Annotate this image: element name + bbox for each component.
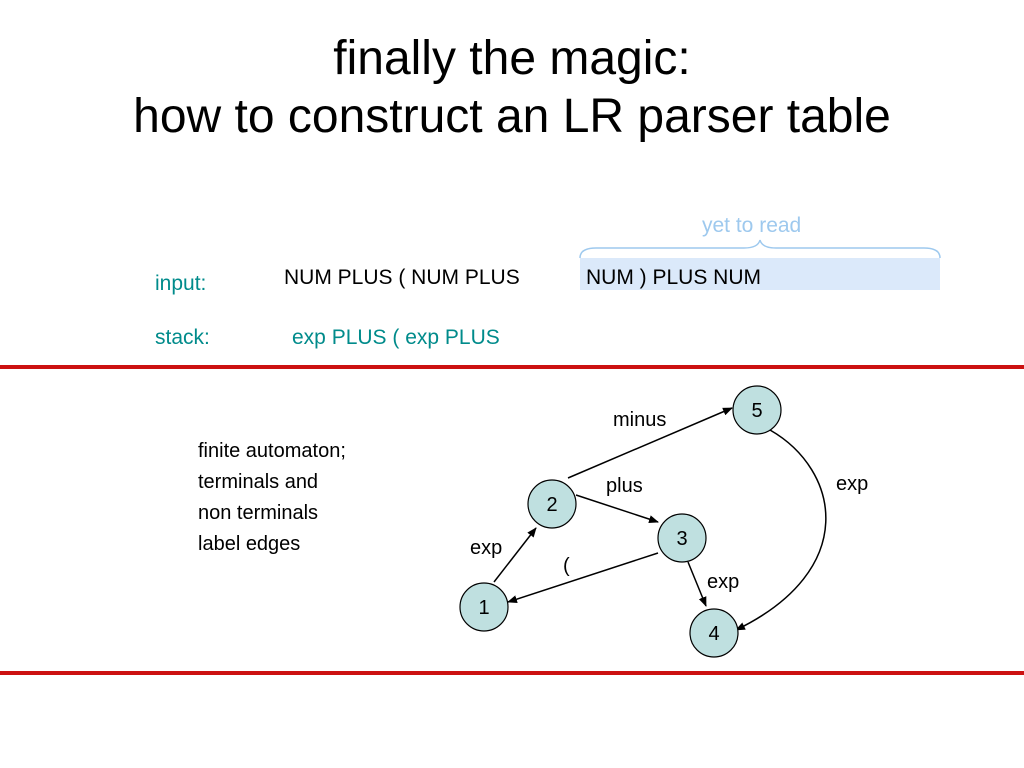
state-node-1: 1 [459,582,509,632]
bottom-divider [0,671,1024,675]
note-line-2: terminals and [198,471,319,493]
state-label-3: 3 [676,528,687,550]
unread-highlight [580,258,940,290]
input-read-tokens: NUM PLUS ( NUM PLUS [284,266,520,289]
state-node-2: 2 [527,479,577,529]
title-line-1: finally the magic: [333,32,691,85]
stack-contents: exp PLUS ( exp PLUS [292,326,500,349]
input-unread-tokens: NUM ) PLUS NUM [586,266,762,289]
top-divider [0,365,1024,369]
slide-title: finally the magic: how to construct an L… [0,30,1024,146]
stack-label: stack: [155,326,210,349]
yet-to-read-label: yet to read [702,214,802,237]
edge-label-paren: ( [563,555,570,577]
note-line-3: non terminals [198,502,319,524]
edge-3-to-1 [507,552,659,604]
note-line-1: finite automaton; [198,440,346,462]
state-node-3: 3 [657,513,707,563]
edge-label-exp-5-4: exp [836,473,868,495]
edge-label-exp-1-2: exp [470,537,502,559]
edge-5-to-4 [735,429,827,631]
state-label-1: 1 [478,597,489,619]
state-node-5: 5 [732,385,782,435]
edge-2-to-3 [575,494,659,523]
state-label-5: 5 [751,400,762,422]
edge-3-to-4 [687,561,707,607]
edge-label-exp-3-4: exp [707,571,739,593]
automaton-note: finite automaton; terminals and non term… [198,436,346,560]
edge-label-plus: plus [606,475,643,497]
edge-label-minus: minus [613,409,666,431]
note-line-4: label edges [198,533,301,555]
title-line-2: how to construct an LR parser table [133,90,891,143]
state-label-2: 2 [546,494,557,516]
state-node-4: 4 [689,608,739,658]
edge-1-to-2 [493,527,537,583]
state-label-4: 4 [708,623,719,645]
input-label: input: [155,272,207,295]
edge-2-to-5 [567,407,733,479]
